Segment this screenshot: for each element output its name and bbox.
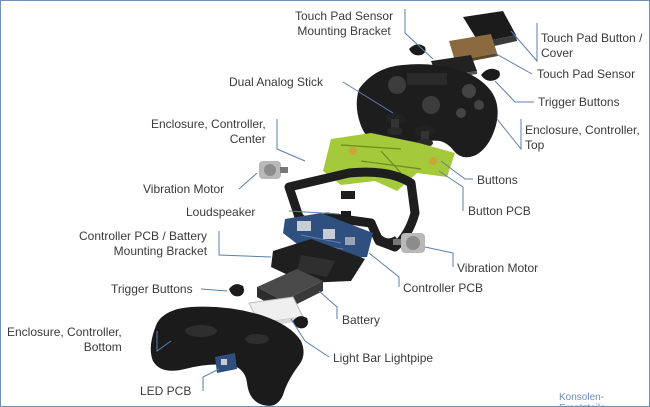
button-pcb-part <box>323 133 455 191</box>
leader-enclosure-top <box>496 118 522 151</box>
label-vibration-motor-right: Vibration Motor <box>457 261 539 275</box>
leader-battery <box>318 290 338 319</box>
leader-enclosure-bottom <box>156 331 172 352</box>
leader-dual-analog <box>342 81 394 114</box>
label-enclosure-controller-center: Enclosure, Controller, Center <box>151 117 266 146</box>
label-vibration-motor-left: Vibration Motor <box>143 182 225 196</box>
leader-loudspeaker <box>288 210 340 215</box>
dual-analog-stick-part <box>385 113 435 147</box>
label-led-pcb: LED PCB <box>140 384 192 398</box>
leader-led-pcb <box>202 368 220 391</box>
label-button-pcb: Button PCB <box>468 204 531 218</box>
leader-pcb-bracket <box>218 231 272 258</box>
label-dual-analog-stick: Dual Analog Stick <box>229 75 324 89</box>
loudspeaker-part <box>341 211 351 218</box>
label-trigger-buttons-bottom: Trigger Buttons <box>111 282 193 296</box>
leader-vibration-left <box>238 172 258 190</box>
led-pcb-part <box>215 353 237 373</box>
leader-touch-pad-bracket <box>404 9 434 60</box>
label-battery: Battery <box>342 313 381 327</box>
leader-lines <box>156 9 538 391</box>
leader-touch-pad-cover <box>510 23 538 63</box>
leader-touch-pad-sensor <box>490 50 533 75</box>
label-trigger-buttons-top: Trigger Buttons <box>538 95 620 109</box>
label-touch-pad-sensor-mounting-bracket: Touch Pad Sensor Mounting Bracket <box>295 9 394 38</box>
leader-enclosure-center <box>276 119 306 162</box>
leader-button-pcb <box>438 170 464 211</box>
vibration-motor-right-part <box>393 233 425 253</box>
trigger-button-top-right-part <box>481 68 500 81</box>
label-enclosure-controller-bottom: Enclosure, Controller, Bottom <box>7 325 122 354</box>
leader-controller-pcb <box>368 252 400 287</box>
label-loudspeaker: Loudspeaker <box>186 205 256 219</box>
leader-vibration-right <box>424 246 454 267</box>
trigger-button-top-left-part <box>409 44 426 56</box>
label-light-bar-lightpipe: Light Bar Lightpipe <box>333 351 434 365</box>
watermark: Konsolen-Ersatzteile <box>559 392 606 406</box>
leader-light-bar <box>290 318 330 358</box>
vibration-motor-left-part <box>259 161 288 179</box>
leader-buttons <box>440 160 473 180</box>
label-buttons: Buttons <box>477 173 518 187</box>
label-touch-pad-sensor: Touch Pad Sensor <box>537 67 636 81</box>
trigger-button-bottom-right-part <box>293 316 308 329</box>
label-touch-pad-button-cover: Touch Pad Button / Cover <box>541 31 643 60</box>
leader-trigger-bottom <box>200 288 228 292</box>
label-enclosure-controller-top: Enclosure, Controller, Top <box>525 123 640 152</box>
label-controller-pcb-battery-mounting-bracket: Controller PCB / Battery Mounting Bracke… <box>79 229 208 258</box>
label-controller-pcb: Controller PCB <box>403 281 484 295</box>
trigger-button-bottom-left-part <box>229 284 244 297</box>
leader-trigger-top <box>494 80 534 103</box>
